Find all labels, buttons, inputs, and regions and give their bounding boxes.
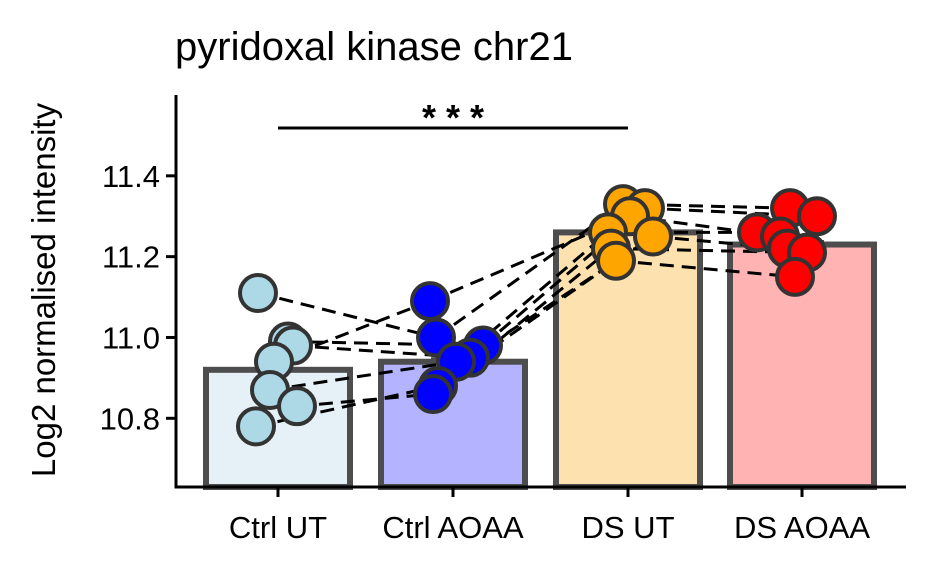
- data-point: [633, 216, 673, 257]
- data-point: [238, 273, 278, 314]
- paired-line: [435, 202, 624, 339]
- data-point: [236, 406, 276, 447]
- chart-title: pyridoxal kinase chr21: [175, 25, 573, 69]
- data-point: [596, 240, 636, 281]
- paired-line: [432, 247, 612, 396]
- paired-line: [257, 291, 437, 339]
- paired-line: [296, 392, 434, 408]
- x-tick-label: DS UT: [582, 510, 675, 545]
- paired-line: [437, 259, 617, 388]
- y-tick-label: 11.0: [102, 320, 160, 355]
- paired-line: [269, 360, 457, 392]
- y-tick-label: 11.4: [102, 159, 160, 194]
- significance-label: * * *: [422, 97, 484, 138]
- y-tick-label: 10.8: [100, 401, 160, 436]
- data-point: [413, 374, 453, 415]
- data-point: [277, 386, 317, 427]
- x-tick-label: DS AOAA: [734, 510, 870, 545]
- x-tick-label: Ctrl AOAA: [382, 510, 524, 545]
- y-axis-label: Log2 normalised intensity: [25, 102, 62, 477]
- x-tick-label: Ctrl UT: [229, 510, 327, 545]
- data-point: [410, 281, 450, 322]
- y-tick-label: 11.2: [102, 240, 160, 275]
- data-point: [797, 196, 837, 237]
- data-point: [775, 256, 815, 297]
- paired-line: [292, 344, 471, 360]
- paired-line: [615, 259, 796, 279]
